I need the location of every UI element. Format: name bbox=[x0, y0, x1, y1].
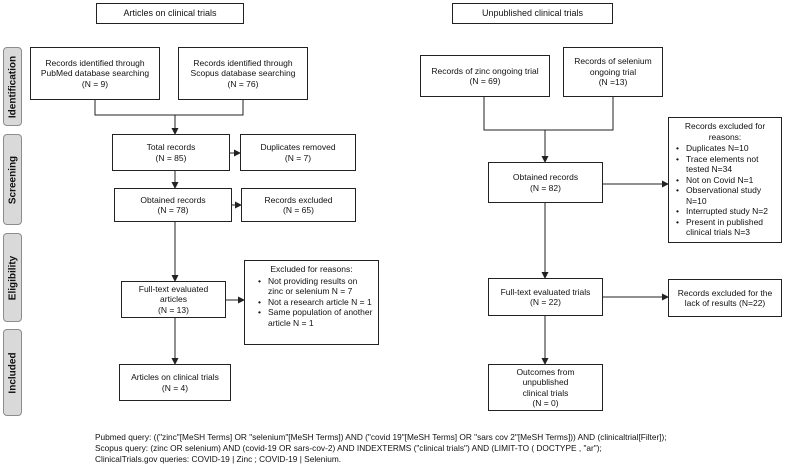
scopus-records-box: Records identified through Scopus databa… bbox=[178, 47, 308, 100]
pubmed-records-box: Records identified through PubMed databa… bbox=[30, 47, 160, 100]
obtained-records-unpub-box: Obtained records (N = 82) bbox=[488, 162, 603, 203]
included-articles-box: Articles on clinical trials (N = 4) bbox=[119, 364, 231, 401]
unpub-excluded-reasons-list: Duplicates N=10 Trace elements not teste… bbox=[674, 143, 776, 238]
search-queries-footer: Pubmed query: (("zinc"[MeSH Terms] OR "s… bbox=[95, 432, 667, 465]
outcomes-unpublished-box: Outcomes from unpublished clinical trial… bbox=[488, 364, 603, 411]
unpub-excluded-reasons-box: Records excluded for reasons: Duplicates… bbox=[668, 117, 782, 243]
excluded-reasons-list: Not providing results on zinc or seleniu… bbox=[250, 276, 373, 329]
header-unpublished: Unpublished clinical trials bbox=[452, 3, 613, 24]
obtained-records-box: Obtained records (N = 78) bbox=[114, 188, 232, 222]
duplicates-removed-box: Duplicates removed (N = 7) bbox=[240, 134, 356, 171]
list-item: Not a research article N = 1 bbox=[258, 297, 373, 308]
total-records-box: Total records (N = 85) bbox=[112, 134, 230, 171]
stage-identification: Identification bbox=[3, 47, 22, 126]
list-item: Same population of another article N = 1 bbox=[258, 307, 373, 328]
stage-eligibility: Eligibility bbox=[3, 233, 22, 322]
scopus-query: Scopus query: (zinc OR selenium) AND (co… bbox=[95, 443, 602, 453]
stage-included: Included bbox=[3, 329, 22, 416]
list-item: Not providing results on zinc or seleniu… bbox=[258, 276, 373, 297]
fulltext-trials-box: Full-text evaluated trials (N = 22) bbox=[488, 278, 603, 316]
header-articles: Articles on clinical trials bbox=[96, 3, 244, 24]
connector-zinc-merge bbox=[483, 97, 614, 131]
selenium-ongoing-box: Records of selenium ongoing trial (N =13… bbox=[563, 47, 663, 97]
list-item: Duplicates N=10 bbox=[676, 143, 776, 154]
clinicaltrials-query: ClinicalTrials.gov queries: COVID-19 | Z… bbox=[95, 454, 342, 464]
pubmed-query: Pubmed query: (("zinc"[MeSH Terms] OR "s… bbox=[95, 432, 667, 442]
list-item: Interrupted study N=2 bbox=[676, 206, 776, 217]
stage-screening: Screening bbox=[3, 134, 22, 225]
fulltext-articles-box: Full-text evaluated articles (N = 13) bbox=[121, 281, 226, 318]
list-item: Present in published clinical trials N=3 bbox=[676, 217, 776, 238]
lack-of-results-box: Records excluded for the lack of results… bbox=[668, 279, 782, 317]
zinc-ongoing-box: Records of zinc ongoing trial (N = 69) bbox=[420, 55, 550, 97]
excluded-reasons-box: Excluded for reasons: Not providing resu… bbox=[244, 260, 379, 345]
records-excluded-box: Records excluded (N = 65) bbox=[241, 188, 356, 222]
list-item: Observational study N=10 bbox=[676, 185, 776, 206]
connector-pubmed-merge bbox=[94, 100, 244, 116]
list-item: Not on Covid N=1 bbox=[676, 175, 776, 186]
list-item: Trace elements not tested N=34 bbox=[676, 154, 776, 175]
